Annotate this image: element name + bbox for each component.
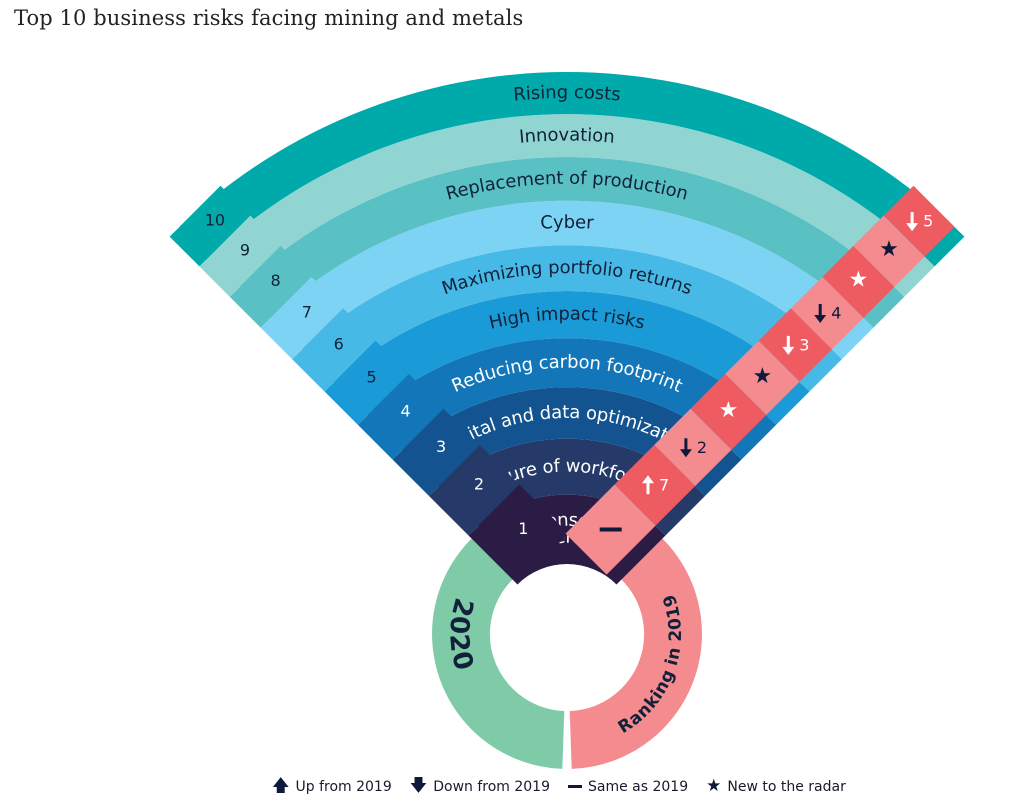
change-indicator: 2 [679, 438, 707, 458]
change-indicator: 5 [906, 212, 933, 232]
change-cell-6 [758, 308, 832, 382]
legend-label: New to the radar [727, 778, 846, 795]
legend-label: Up from 2019 [295, 778, 392, 795]
risk-label-9: Innovation [518, 125, 615, 148]
previous-rank: 7 [659, 476, 669, 495]
change-cell-3 [654, 408, 732, 486]
change-cell-10 [883, 185, 955, 257]
rank-number: 4 [401, 401, 411, 420]
risk-arc-10 [169, 71, 965, 267]
change-indicator: 3 [782, 335, 809, 355]
page-title: Top 10 business risks facing mining and … [14, 6, 524, 30]
previous-rank: 2 [697, 438, 707, 457]
change-cell-5 [725, 340, 800, 415]
change-cell-7 [790, 276, 864, 350]
rank-cell-2 [438, 445, 520, 526]
risk-arc-8 [229, 156, 905, 328]
right-rank-band: 7 2 ★ ★ 3 4 ★ ★ 5 [565, 185, 955, 575]
rank-number: 1 [518, 519, 528, 538]
year-2020-ring [432, 517, 565, 769]
new-star-icon: ★ [849, 267, 869, 292]
risk-label-10: Rising costs [512, 82, 621, 106]
rank-cell-9 [209, 215, 281, 287]
risk-arc-7 [260, 200, 874, 360]
legend-item-up: 🡅 Up from 2019 [272, 778, 392, 795]
legend-label: Same as 2019 [588, 778, 689, 795]
rank-number: 6 [334, 334, 344, 353]
risk-arc-9 [199, 114, 935, 297]
dash-icon [568, 785, 582, 788]
change-cell-9 [853, 215, 925, 287]
down-arrow-icon: 🡇 [409, 776, 428, 796]
star-icon: ★ [706, 776, 722, 796]
previous-rank: 3 [799, 335, 809, 354]
left-rank-band: 1 2 3 4 5 6 7 8 9 10 [179, 185, 569, 575]
rank-cell-3 [402, 408, 480, 486]
risk-arc-4 [357, 338, 777, 460]
change-cell-2 [614, 445, 696, 526]
risk-arc-3 [392, 387, 742, 496]
up-arrow-icon: 🡅 [272, 776, 290, 796]
new-star-icon: ★ [753, 363, 773, 388]
risk-arc-6 [292, 245, 842, 392]
same-dash-icon [599, 527, 622, 532]
new-star-icon: ★ [719, 397, 739, 422]
previous-rank: 5 [923, 212, 933, 231]
change-cell-8 [822, 245, 895, 318]
change-indicator: 4 [814, 304, 841, 323]
rank-cell-1 [478, 484, 569, 575]
rank-number: 5 [367, 367, 377, 386]
change-indicator: 7 [642, 475, 669, 495]
rank-cell-7 [270, 276, 344, 350]
new-star-icon: ★ [879, 236, 899, 261]
ranking-2019-ring [569, 517, 702, 769]
rank-cell-4 [367, 373, 444, 450]
legend-label: Down from 2019 [433, 778, 550, 795]
risk-label-7: Cyber [540, 212, 595, 234]
legend-item-down: 🡇 Down from 2019 [410, 778, 550, 795]
change-cell-4 [690, 373, 767, 450]
legend: 🡅 Up from 2019 🡇 Down from 2019 Same as … [272, 778, 846, 795]
risk-arc-5 [324, 291, 810, 425]
rank-cell-6 [302, 308, 376, 382]
rank-number: 8 [271, 271, 281, 290]
rank-number: 9 [240, 241, 250, 260]
rank-number: 3 [436, 437, 446, 456]
previous-rank: 4 [831, 304, 841, 323]
rank-number: 10 [205, 211, 225, 230]
rank-cell-8 [239, 245, 312, 318]
rank-number: 2 [474, 475, 484, 494]
legend-item-new: ★ New to the radar [706, 778, 846, 795]
legend-item-same: Same as 2019 [568, 779, 688, 795]
rank-number: 7 [302, 303, 312, 322]
rank-cell-10 [179, 185, 251, 257]
rank-cell-5 [334, 340, 409, 415]
